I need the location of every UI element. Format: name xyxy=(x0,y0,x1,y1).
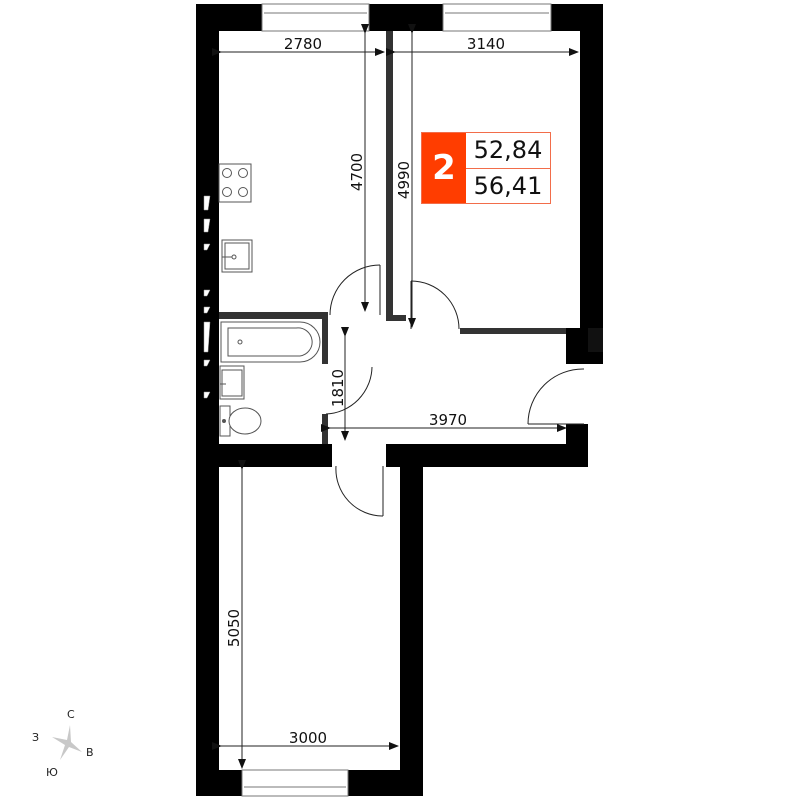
dim-room1-depth: 4990 xyxy=(395,161,413,199)
area-values: 52,84 56,41 xyxy=(466,133,550,203)
windows xyxy=(241,3,552,797)
compass-icon xyxy=(52,725,82,760)
dimension-lines xyxy=(212,24,579,769)
rooms-count: 2 xyxy=(422,133,466,203)
dim-room2-depth: 5050 xyxy=(225,609,243,647)
wall-openings xyxy=(203,195,211,399)
toilet-icon xyxy=(219,405,262,437)
dim-room1-width: 3140 xyxy=(467,35,505,53)
dim-kitchen-width: 2780 xyxy=(284,35,322,53)
bathtub-icon xyxy=(220,321,321,363)
stove-icon xyxy=(218,163,252,203)
area-badge: 2 52,84 56,41 xyxy=(421,132,551,204)
compass-north-label: С xyxy=(67,708,75,721)
compass-east-label: В xyxy=(86,746,94,759)
dim-kitchen-depth: 4700 xyxy=(348,153,366,191)
kitchen-sink-icon xyxy=(221,239,253,273)
compass-south-label: Ю xyxy=(46,766,58,779)
dim-hall-length: 3970 xyxy=(429,411,467,429)
living-area: 52,84 xyxy=(466,133,550,169)
total-area: 56,41 xyxy=(473,171,543,200)
washbasin-icon xyxy=(219,365,245,400)
doors xyxy=(325,264,585,517)
dim-room2-width: 3000 xyxy=(289,729,327,747)
interior-partitions xyxy=(219,31,566,444)
dim-hall-width: 1810 xyxy=(329,369,347,407)
exterior-walls xyxy=(196,4,603,796)
compass-west-label: З xyxy=(32,731,40,744)
